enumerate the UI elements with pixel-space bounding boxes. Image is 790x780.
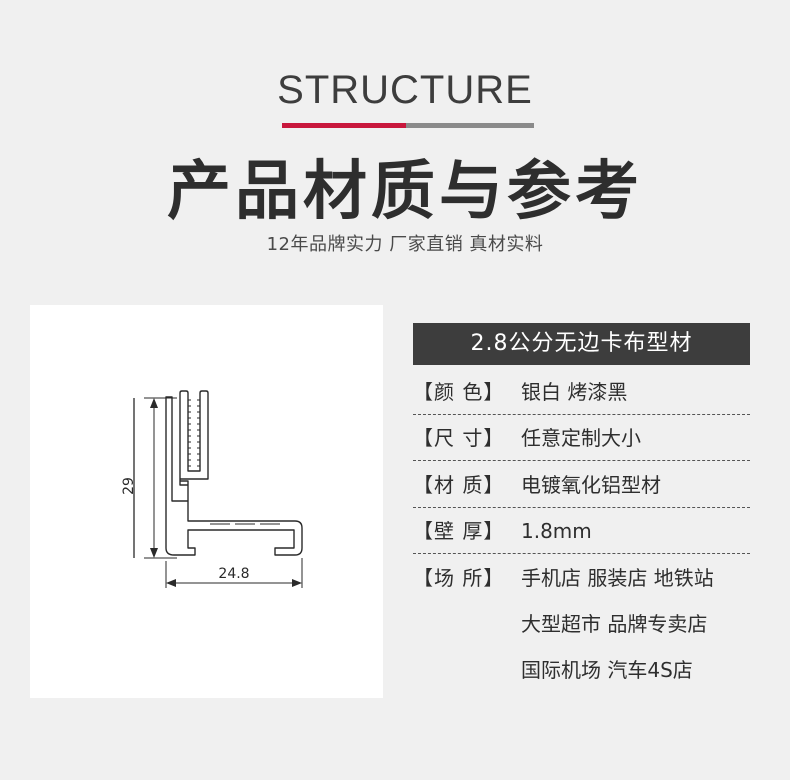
spec-label: 【颜 色】	[413, 380, 505, 404]
spec-row-color: 【颜 色】 银白 烤漆黑	[413, 369, 750, 415]
heading-underline	[282, 123, 534, 128]
spec-row-material: 【材 质】 电镀氧化铝型材	[413, 462, 750, 508]
height-arrow-top	[150, 398, 158, 408]
spec-value: 电镀氧化铝型材	[521, 473, 661, 497]
spec-label: 【壁 厚】	[413, 519, 505, 543]
profile-diagram-panel: 29 24.8	[30, 305, 383, 698]
spec-value: 1.8mm	[521, 519, 592, 543]
height-label: 29	[121, 477, 137, 495]
width-label: 24.8	[218, 566, 249, 582]
spec-venue-line-2: 大型超市 品牌专卖店	[521, 612, 708, 636]
spec-label: 【场 所】	[413, 566, 505, 590]
spec-value: 任意定制大小	[521, 426, 641, 450]
tagline: 12年品牌实力 厂家直销 真材实料	[266, 234, 544, 255]
spec-label: 【尺 寸】	[413, 426, 505, 450]
profile-serrations	[188, 399, 200, 467]
heading-cn: 产品材质与参考	[167, 155, 643, 229]
heading-underline-accent	[282, 123, 406, 128]
spec-title-bar: 2.8公分无边卡布型材	[413, 323, 750, 365]
spec-venue-line-3: 国际机场 汽车4S店	[521, 658, 693, 682]
width-arrow-left	[166, 579, 176, 587]
spec-row-size: 【尺 寸】 任意定制大小	[413, 415, 750, 461]
spec-row-thickness: 【壁 厚】 1.8mm	[413, 508, 750, 554]
spec-value: 手机店 服装店 地铁站	[521, 566, 714, 590]
spec-row-venue: 【场 所】 手机店 服装店 地铁站	[413, 555, 750, 601]
spec-value: 银白 烤漆黑	[521, 380, 628, 404]
height-arrow-bottom	[150, 548, 158, 558]
profile-outline	[165, 390, 303, 556]
heading-en: STRUCTURE	[277, 68, 533, 112]
profile-diagram: 29 24.8	[121, 390, 303, 588]
spec-label: 【材 质】	[413, 473, 505, 497]
width-arrow-right	[292, 579, 302, 587]
